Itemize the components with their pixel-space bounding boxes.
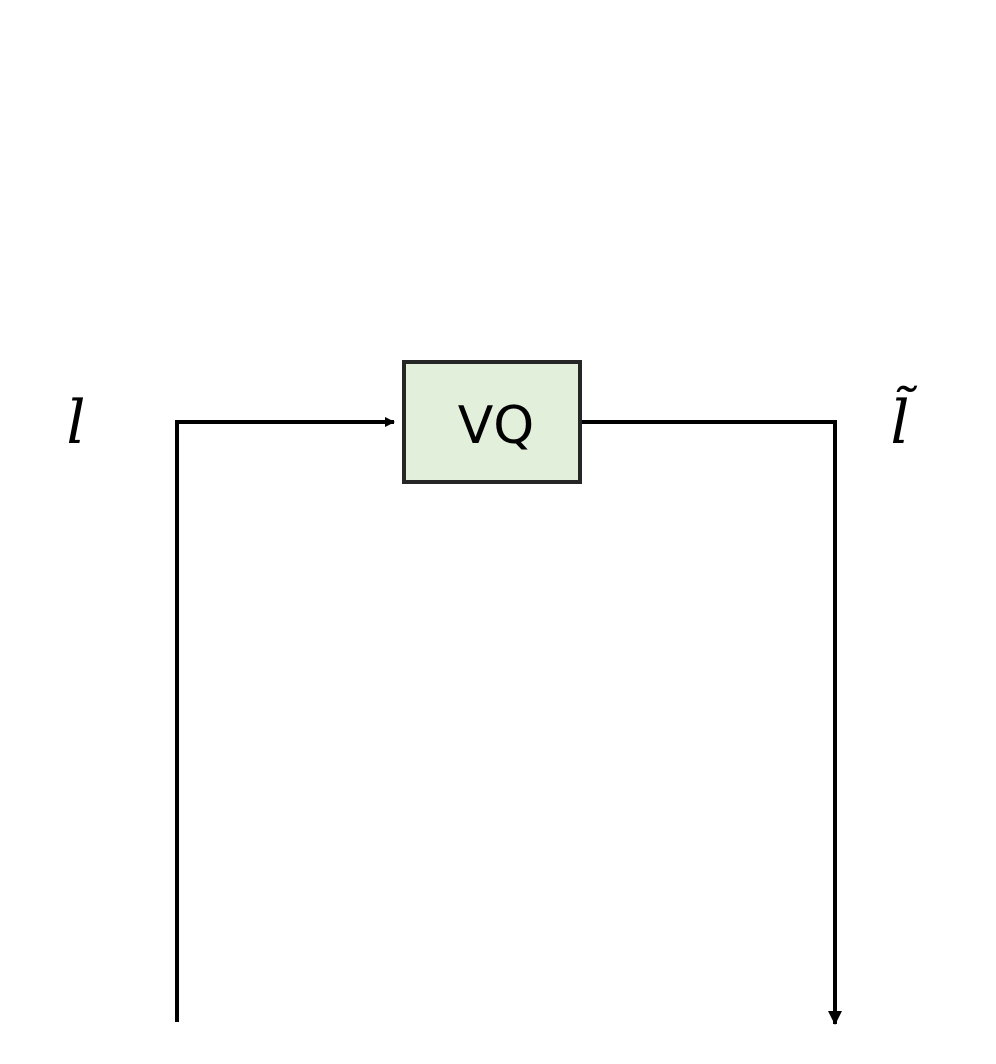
vq-block: VQ [402, 360, 582, 484]
vq-block-rect [402, 360, 582, 484]
output-wire [582, 420, 842, 1025]
output-variable-label: l̃ [890, 385, 918, 458]
vq-block-label: VQ [458, 396, 535, 456]
input-variable-label: l [66, 388, 85, 458]
input-wire [175, 417, 395, 1022]
